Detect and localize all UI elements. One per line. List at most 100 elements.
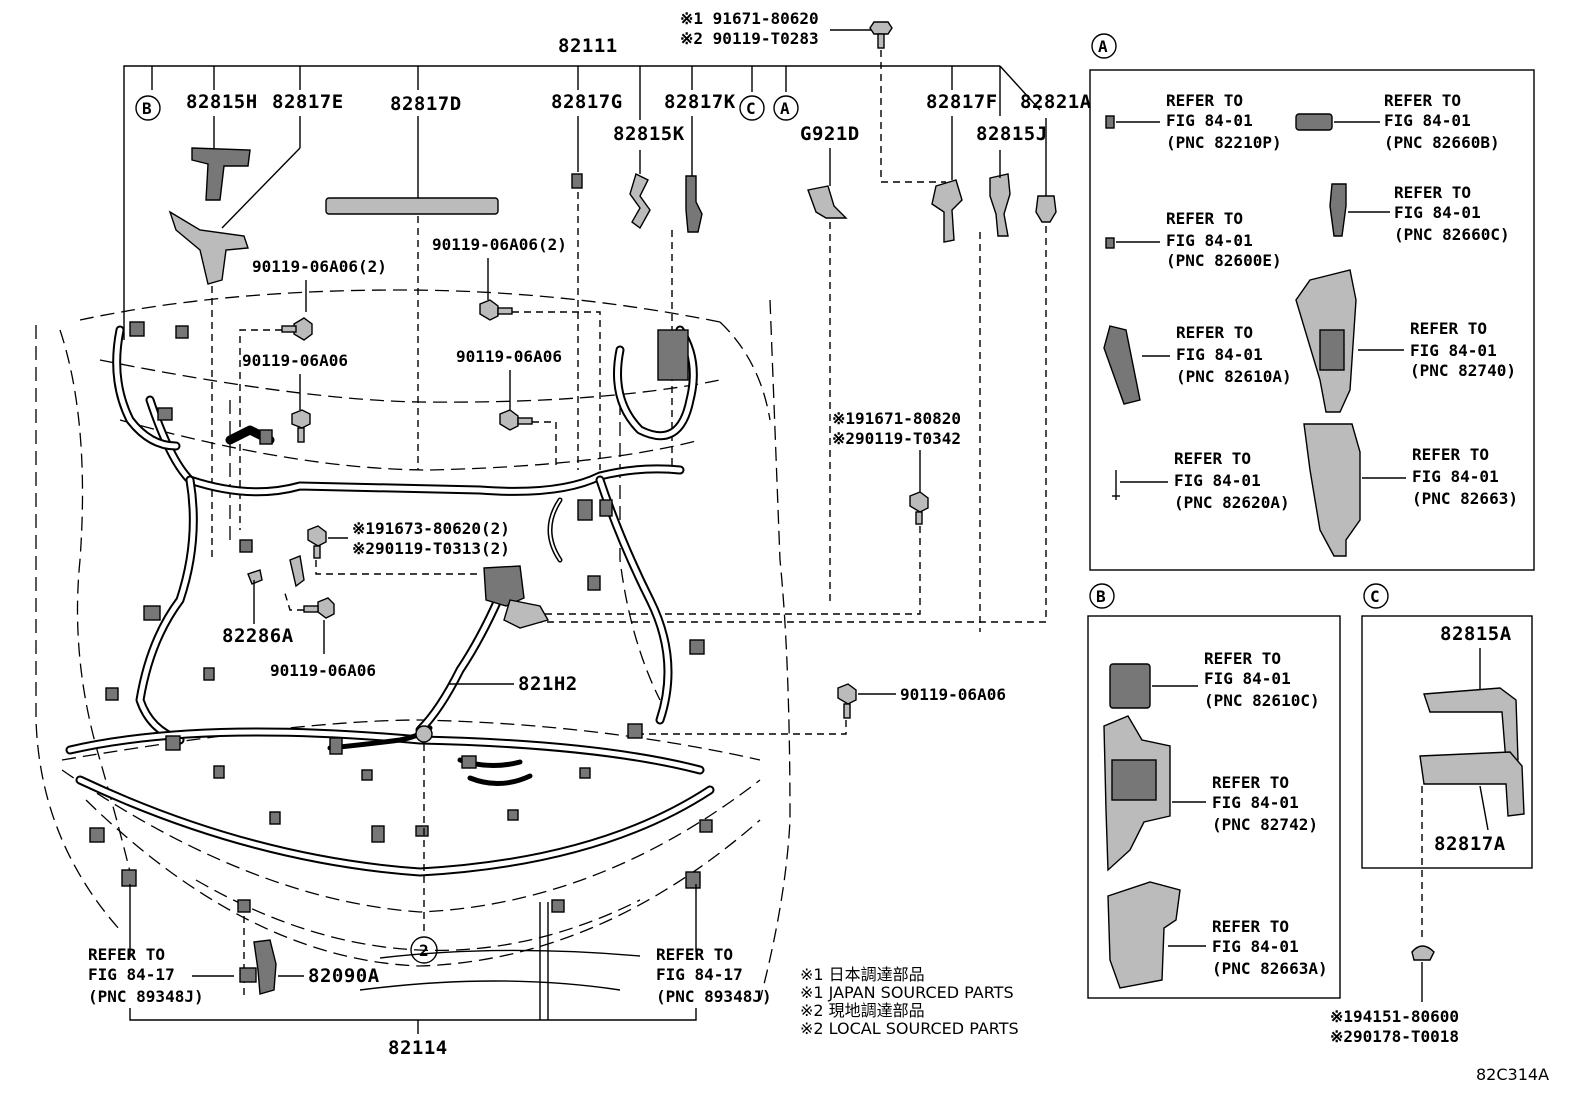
svg-text:(PNC 89348J): (PNC 89348J) (88, 987, 204, 1006)
part-82817D-drawing (325, 116, 499, 470)
panel-A-item-0: REFER TO FIG 84-01 (PNC 82210P) (1105, 91, 1282, 152)
callout-A-top: A (773, 95, 799, 121)
svg-text:(PNC 82660C): (PNC 82660C) (1394, 225, 1510, 244)
svg-text:REFER TO: REFER TO (1166, 209, 1243, 228)
part-821H2: 821H2 (415, 565, 578, 934)
svg-text:※2 LOCAL SOURCED PARTS: ※2 LOCAL SOURCED PARTS (800, 1019, 1019, 1038)
top-bolt-line1: ※1 91671-80620 (680, 9, 819, 28)
bolt-callout-b1: 90119-06A06(2) (239, 257, 387, 530)
svg-text:REFER TO: REFER TO (1212, 773, 1289, 792)
part-G921D-drawing (807, 148, 848, 606)
panel-A-item-6: REFER TO FIG 84-01 (PNC 82620A) (1112, 449, 1290, 512)
svg-text:REFER TO: REFER TO (1410, 319, 1487, 338)
svg-text:※1 日本調達部品: ※1 日本調達部品 (800, 965, 925, 984)
svg-text:REFER TO: REFER TO (1166, 91, 1243, 110)
part-labels-top: 82815H 82817E 82817D 82817G 82817K 82815… (186, 91, 1092, 145)
part-82286A: 82286A (222, 555, 305, 647)
svg-text:90119-06A06(2): 90119-06A06(2) (252, 257, 387, 276)
svg-text:C: C (746, 99, 756, 118)
callout-2: 2 (410, 936, 438, 964)
part-82817F-drawing (931, 116, 963, 243)
bolt-callout-b2: 90119-06A06(2) (432, 235, 601, 470)
callout-C-top: C (739, 95, 765, 121)
svg-text:REFER TO: REFER TO (1176, 323, 1253, 342)
bolt-callout-mid-pair: ※191671-80820 ※290119-T0342 (520, 409, 961, 615)
svg-text:(PNC 82620A): (PNC 82620A) (1174, 493, 1290, 512)
svg-text:90119-06A06(2): 90119-06A06(2) (432, 235, 567, 254)
refer-left: REFER TO FIG 84-17 (PNC 89348J) (88, 945, 234, 1006)
svg-text:FIG 84-01: FIG 84-01 (1166, 231, 1253, 250)
part-82817D: 82817D (390, 93, 462, 115)
svg-text:FIG 84-17: FIG 84-17 (656, 965, 743, 984)
svg-text:(PNC 82742): (PNC 82742) (1212, 815, 1318, 834)
part-82815K: 82815K (613, 123, 685, 145)
svg-text:(PNC 82740): (PNC 82740) (1410, 361, 1516, 380)
svg-text:REFER TO: REFER TO (1204, 649, 1281, 668)
svg-text:REFER TO: REFER TO (1394, 183, 1471, 202)
clip-icon (1411, 945, 1435, 961)
engine-harness-wires (65, 325, 715, 877)
harness-sub-label: 82114 (388, 1037, 448, 1059)
svg-text:(PNC 82210P): (PNC 82210P) (1166, 133, 1282, 152)
panel-B-title: B (1096, 587, 1106, 606)
svg-text:REFER TO: REFER TO (1212, 917, 1289, 936)
svg-text:(PNC 82663A): (PNC 82663A) (1212, 959, 1328, 978)
panel-B-item-2: REFER TO FIG 84-01 (PNC 82663A) (1107, 881, 1328, 989)
svg-text:A: A (780, 99, 790, 118)
part-82817G: 82817G (551, 91, 623, 113)
panel-C-clip-line1: ※194151-80600 (1330, 1007, 1459, 1026)
svg-text:90119-06A06: 90119-06A06 (270, 661, 376, 680)
bolt-callout-b6: 90119-06A06 (640, 683, 1006, 735)
svg-text:(PNC 82610A): (PNC 82610A) (1176, 367, 1292, 386)
svg-text:(PNC 82600E): (PNC 82600E) (1166, 251, 1282, 270)
part-82817E: 82817E (272, 91, 344, 113)
svg-text:(PNC 89348J): (PNC 89348J) (656, 987, 772, 1006)
svg-text:REFER TO: REFER TO (88, 945, 165, 964)
mid-bolt-line2: ※290119-T0342 (832, 429, 961, 448)
svg-text:(PNC 82663): (PNC 82663) (1412, 489, 1518, 508)
panel-A-item-1: REFER TO FIG 84-01 (PNC 82660B) (1295, 91, 1500, 152)
part-82815J: 82815J (976, 123, 1048, 145)
main-harness-bracket: 82111 (123, 35, 1041, 340)
part-82815H: 82815H (186, 91, 258, 113)
panel-C: C 82815A 82817A ※194151-80600 ※290178-T0… (1330, 583, 1533, 1046)
svg-text:FIG 84-01: FIG 84-01 (1204, 669, 1291, 688)
panel-A-item-5: REFER TO FIG 84-01 (PNC 82740) (1295, 269, 1516, 413)
part-G921D: G921D (800, 123, 860, 145)
part-82815K-drawing (629, 150, 651, 230)
svg-text:90119-06A06: 90119-06A06 (456, 347, 562, 366)
svg-text:FIG 84-01: FIG 84-01 (1176, 345, 1263, 364)
panel-C-bottom-part: 82817A (1434, 833, 1506, 855)
svg-text:REFER TO: REFER TO (656, 945, 733, 964)
sub-harness-bracket: 82114 (129, 884, 697, 1059)
part-82817K: 82817K (664, 91, 736, 113)
harness-connectors (89, 321, 713, 913)
part-82821A-drawing (520, 118, 1057, 623)
vehicle-outline (35, 289, 791, 1001)
svg-text:B: B (142, 99, 152, 118)
svg-text:※1 JAPAN SOURCED PARTS: ※1 JAPAN SOURCED PARTS (800, 983, 1014, 1002)
panel-C-title: C (1370, 587, 1380, 606)
figure-code: 82C314A (1476, 1065, 1549, 1084)
svg-text:※2 現地調達部品: ※2 現地調達部品 (800, 1001, 925, 1020)
svg-text:821H2: 821H2 (518, 673, 578, 695)
mid-bolt-line1: ※191671-80820 (832, 409, 961, 428)
refer-right: REFER TO FIG 84-17 (PNC 89348J) (656, 945, 772, 1006)
left-bolt-line1: ※191673-80620(2) (352, 519, 510, 538)
svg-text:90119-06A06: 90119-06A06 (900, 685, 1006, 704)
svg-text:FIG 84-01: FIG 84-01 (1384, 111, 1471, 130)
svg-text:82090A: 82090A (308, 965, 380, 987)
svg-text:FIG 84-01: FIG 84-01 (1212, 937, 1299, 956)
svg-text:90119-06A06: 90119-06A06 (242, 351, 348, 370)
callout-B-top: B (135, 95, 161, 121)
part-82821A: 82821A (1020, 91, 1092, 113)
svg-text:REFER TO: REFER TO (1412, 445, 1489, 464)
svg-text:FIG 84-17: FIG 84-17 (88, 965, 175, 984)
harness-main-label: 82111 (558, 35, 618, 57)
svg-text:FIG 84-01: FIG 84-01 (1212, 793, 1299, 812)
svg-text:REFER TO: REFER TO (1174, 449, 1251, 468)
svg-text:FIG 84-01: FIG 84-01 (1394, 203, 1481, 222)
panel-C-clip-line2: ※290178-T0018 (1330, 1027, 1459, 1046)
bolt-callout-b4: 90119-06A06 (456, 347, 562, 470)
